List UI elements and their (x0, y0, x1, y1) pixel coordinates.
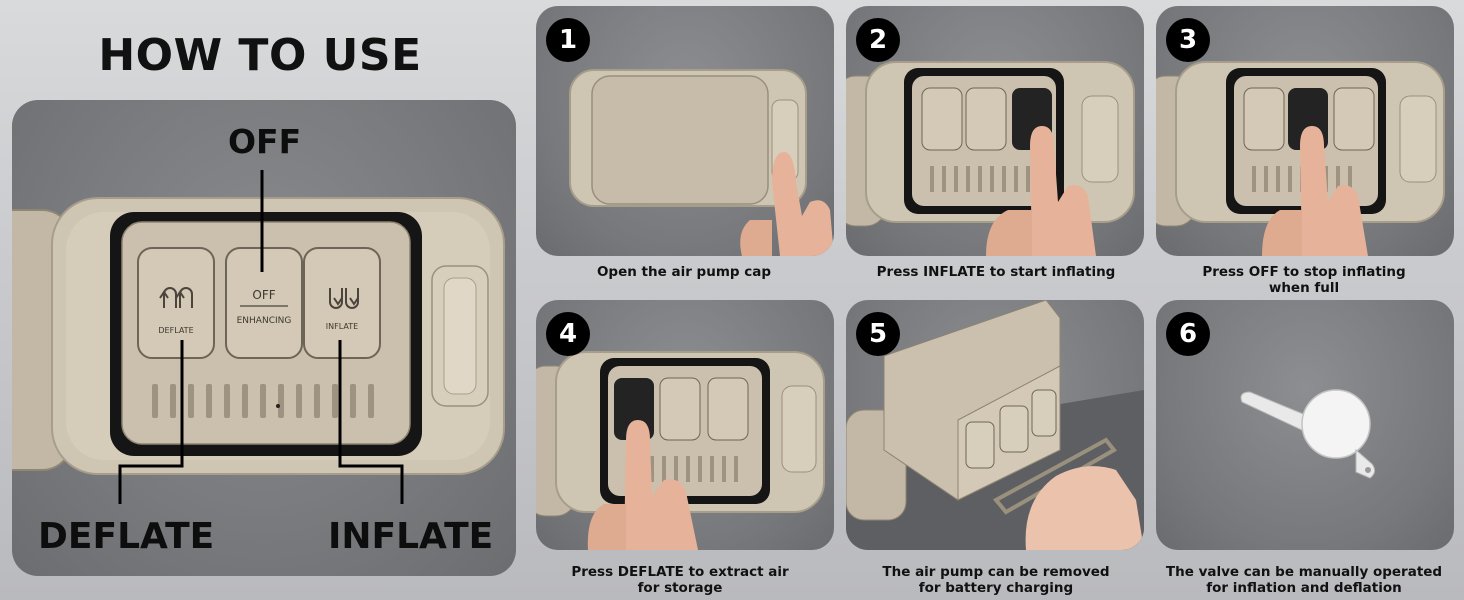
step-5-caption: The air pump can be removed for battery … (882, 564, 1110, 596)
deflate-arrows-icon (159, 287, 193, 308)
pump-removed-illustration (846, 300, 1144, 550)
page-title: HOW TO USE (98, 30, 422, 81)
step-5-badge: 5 (856, 312, 900, 356)
deflate-callout: DEFLATE (38, 516, 215, 557)
step-1-panel: 1 (536, 6, 834, 256)
enhancing-button-label: ENHANCING (236, 316, 292, 326)
press-inflate-illustration (846, 61, 1135, 256)
step-6-caption: The valve can be manually operated for i… (1165, 564, 1443, 596)
step-4-badge: 4 (546, 312, 590, 356)
step-2-caption: Press INFLATE to start inflating (876, 264, 1116, 280)
cap-closed-illustration (569, 69, 834, 256)
valve-illustration (1240, 389, 1376, 479)
step-3-panel: 3 (1156, 6, 1454, 256)
step-4-panel: 4 (536, 300, 834, 550)
step-2-panel: 2 (846, 6, 1144, 256)
step-4-caption: Press DEFLATE to extract air for storage (571, 564, 789, 596)
inflate-button-label: INFLATE (325, 322, 359, 331)
press-off-illustration (1156, 61, 1445, 256)
off-callout: OFF (228, 122, 302, 161)
step-6-panel: 6 (1156, 300, 1454, 550)
step-1-caption: Open the air pump cap (596, 264, 772, 280)
pump-diagram: DEFLATE OFF ENHANCING INFLATE (12, 100, 516, 576)
step-2-badge: 2 (856, 18, 900, 62)
step-6-badge: 6 (1166, 312, 1210, 356)
step-1-badge: 1 (546, 18, 590, 62)
inflate-callout: INFLATE (328, 516, 494, 557)
deflate-button-label: DEFLATE (158, 326, 194, 335)
step-5-panel: 5 (846, 300, 1144, 550)
press-deflate-illustration (536, 351, 825, 550)
off-button-label: OFF (252, 288, 276, 302)
step-3-badge: 3 (1166, 18, 1210, 62)
pump-illustration (12, 170, 505, 504)
inflate-arrows-icon (329, 288, 359, 309)
step-3-caption: Press OFF to stop inflating when full (1202, 264, 1406, 296)
